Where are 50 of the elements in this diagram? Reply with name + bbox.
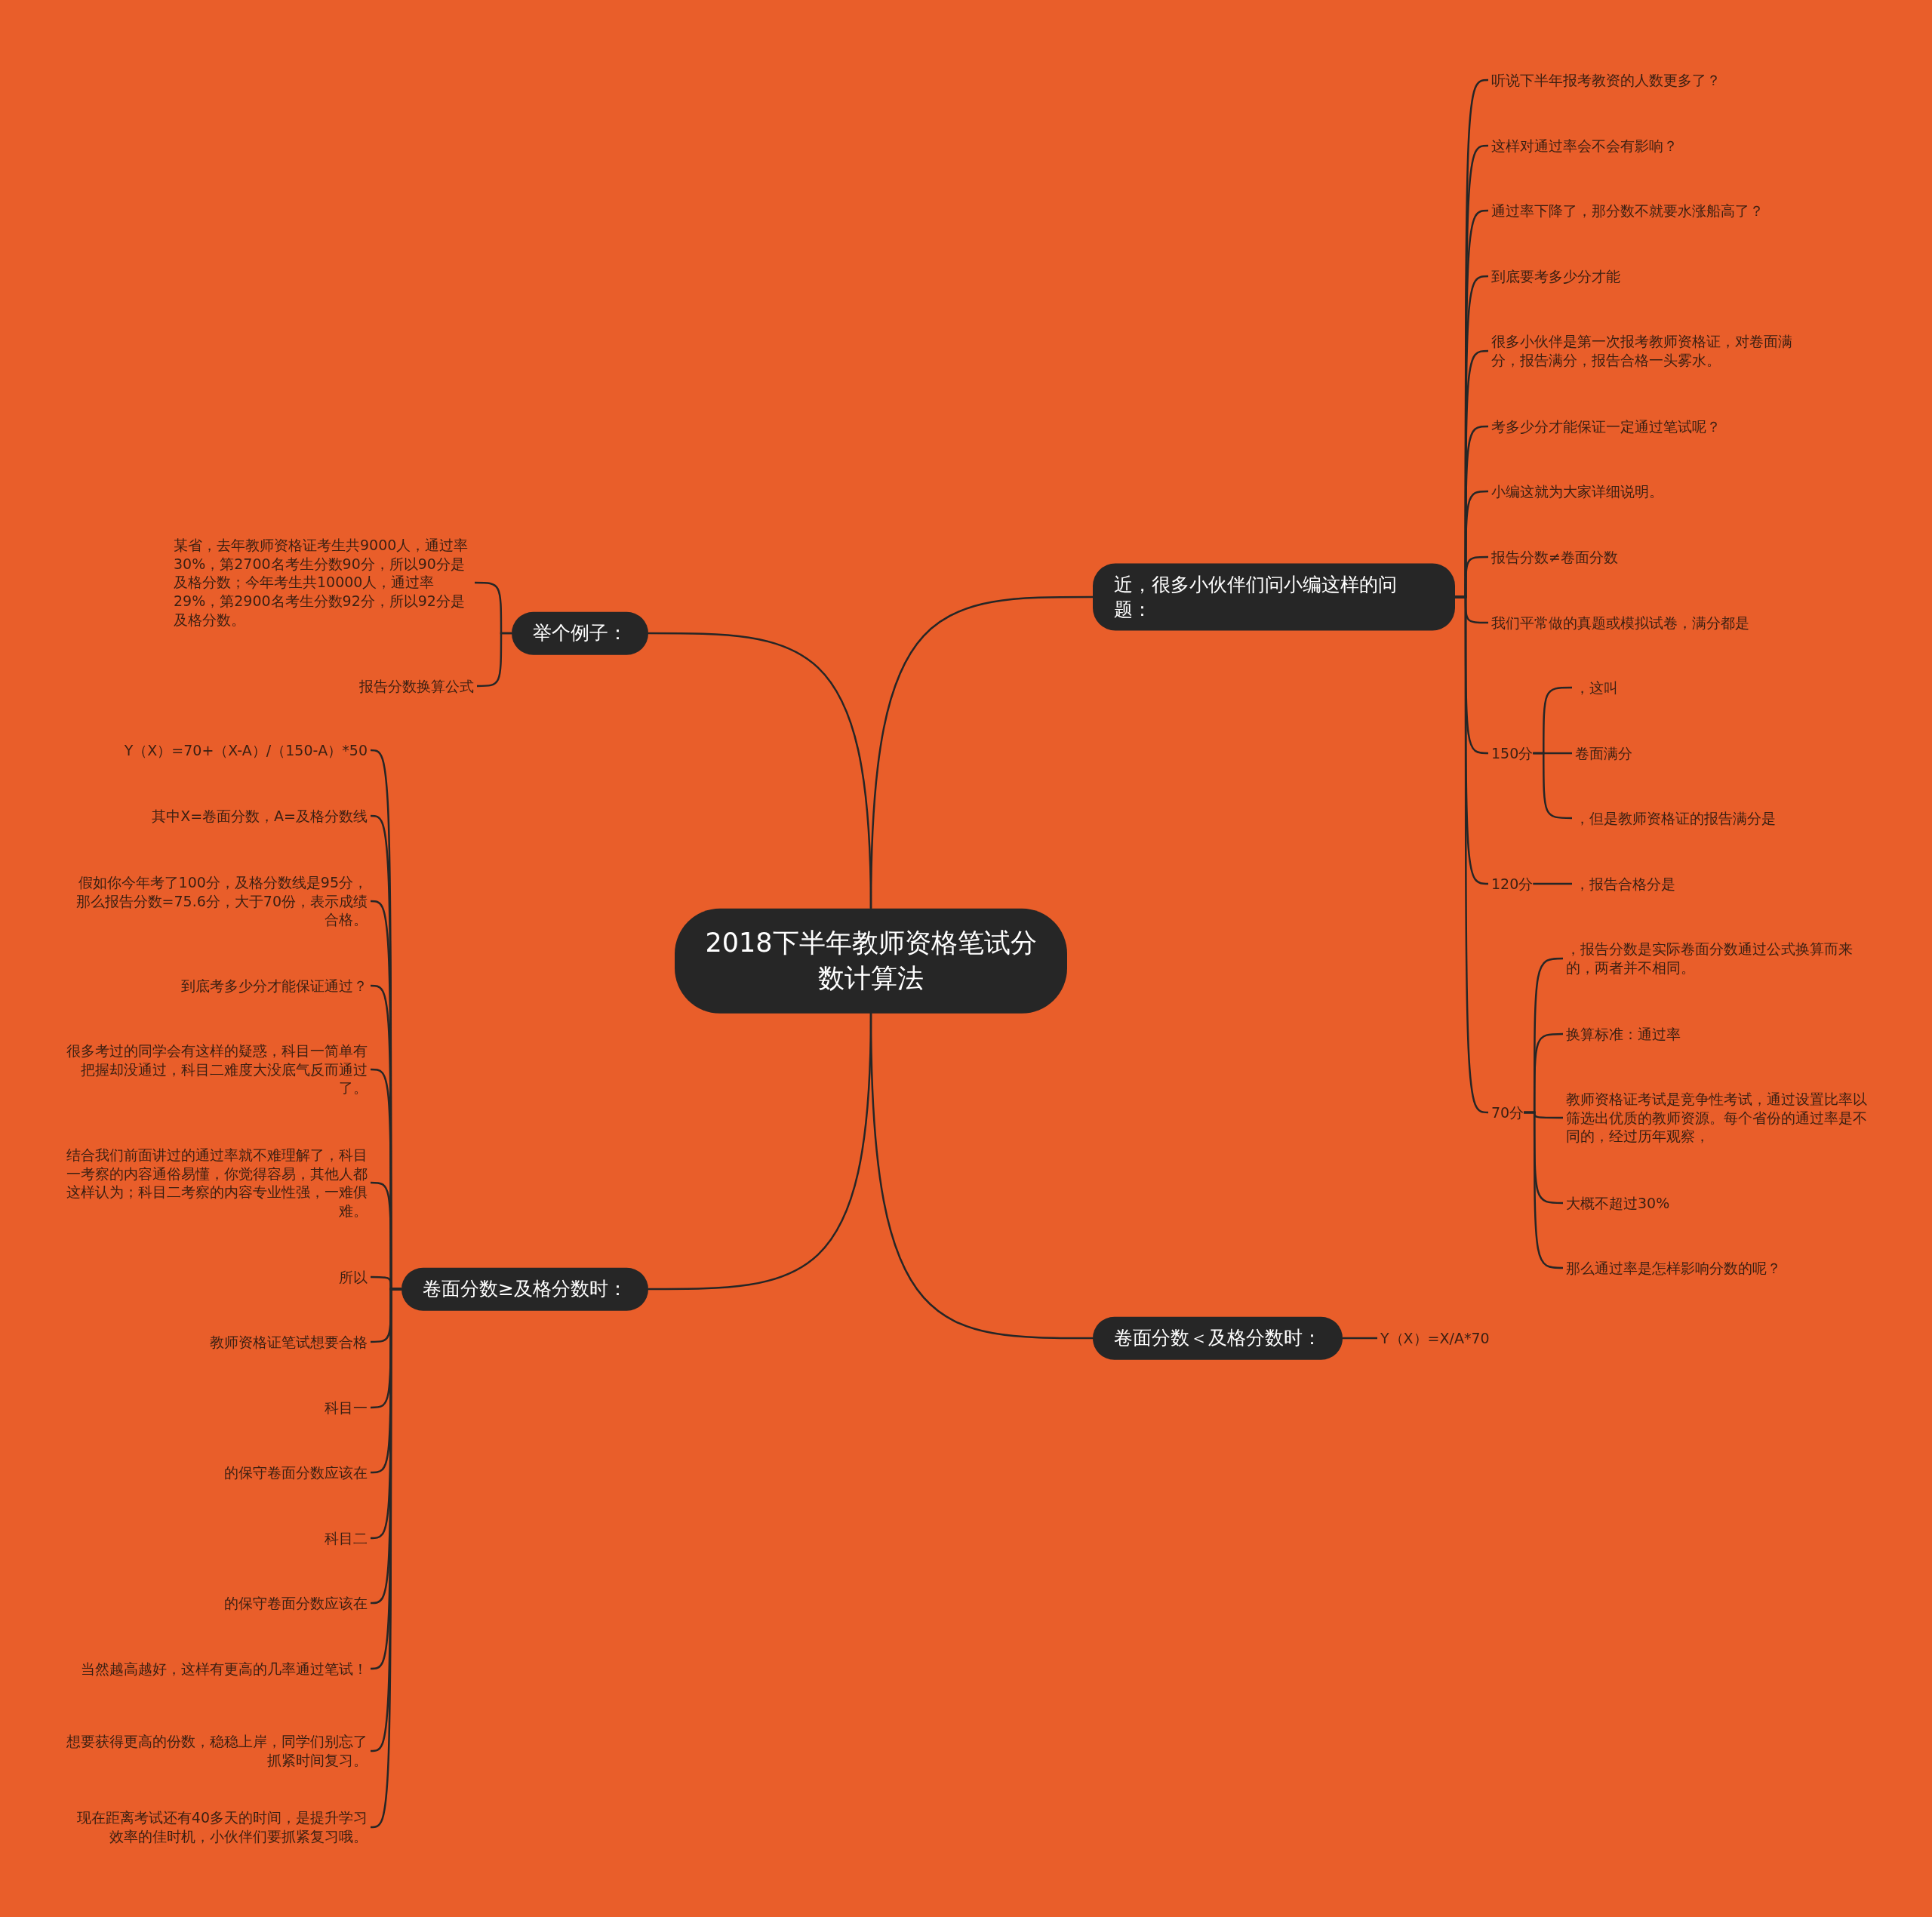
- topic-text: 很多小伙伴是第一次报考教师资格证，对卷面满分，报告满分，报告合格一头雾水。: [1491, 332, 1793, 370]
- topic-text: 假如你今年考了100分，及格分数线是95分，那么报告分数=75.6分，大于70份，表示成绩合格。: [66, 872, 368, 930]
- topic-text: 那么通过率是怎样影响分数的呢？: [1566, 1258, 1781, 1278]
- topic-text: 小编这就为大家详细说明。: [1491, 482, 1663, 501]
- topic-text: 150分: [1491, 743, 1534, 763]
- topic-text: 报告分数≠卷面分数: [1491, 547, 1618, 567]
- topic-text: 70分: [1491, 1103, 1524, 1122]
- branch-line: [648, 632, 872, 909]
- topic-text: ，报告合格分是: [1575, 874, 1675, 894]
- topic-text: 换算标准：通过率: [1566, 1024, 1681, 1044]
- topic-text: 某省，去年教师资格证考生共9000人，通过率30%，第2700名考生分数90分，所以90分是及格分数；今年考生共10000人，通过率29%，第2900名考生分数92分，所以92分是及格分数。: [174, 536, 472, 629]
- topic-box: 近，很多小伙伴们问小编这样的问题：: [1093, 563, 1455, 631]
- topic-text: 这样对通过率会不会有影响？: [1491, 136, 1678, 155]
- topic-text: 所以: [339, 1267, 368, 1287]
- topic-text: 其中X=卷面分数，A=及格分数线: [152, 806, 368, 826]
- topic-text: 报告分数换算公式: [359, 676, 474, 696]
- topic-text: ，但是教师资格证的报告满分是: [1575, 808, 1776, 828]
- topic-text: ，报告分数是实际卷面分数通过公式换算而来的，两者并不相同。: [1566, 940, 1868, 977]
- topic-text: 科目一: [325, 1398, 368, 1417]
- topic-text: 的保守卷面分数应该在: [224, 1593, 368, 1613]
- topic-text: Y（X）=70+（X-A）/（150-A）*50: [124, 740, 368, 760]
- topic-text: 听说下半年报考教资的人数更多了？: [1491, 70, 1721, 90]
- branch-line: [1533, 882, 1572, 885]
- topic-text: 我们平常做的真题或模拟试卷，满分都是: [1491, 613, 1749, 632]
- topic-text: 通过率下降了，那分数不就要水涨船高了？: [1491, 201, 1764, 220]
- topic-text: 大概不超过30%: [1566, 1193, 1670, 1213]
- topic-text: 科目二: [325, 1528, 368, 1548]
- topic-text: 结合我们前面讲过的通过率就不难理解了，科目一考察的内容通俗易懂，你觉得容易，其他人都这样认为；科目二考察的内容专业性强，一难俱难。: [66, 1145, 368, 1220]
- topic-text: 到底要考多少分才能: [1491, 266, 1620, 286]
- topic-text: 到底考多少分才能保证通过？: [181, 976, 368, 995]
- topic-text: 当然越高越好，这样有更高的几率通过笔试！: [81, 1659, 368, 1679]
- topic-text: 很多考过的同学会有这样的疑惑，科目一简单有把握却没通过，科目二难度大没底气反而通过了。: [66, 1041, 368, 1098]
- branch-line: [1343, 1337, 1377, 1340]
- topic-text: ，这叫: [1575, 678, 1618, 697]
- central-topic-box: 2018下半年教师资格笔试分数计算法: [675, 908, 1067, 1014]
- topic-text: 120分: [1491, 874, 1534, 894]
- topic-text: 教师资格证考试是竞争性考试，通过设置比率以筛选出优质的教师资源。每个省份的通过率是不同的，经过历年观察，: [1566, 1089, 1868, 1146]
- branch-line: [869, 1013, 1093, 1340]
- topic-text: 考多少分才能保证一定通过笔试呢？: [1491, 417, 1721, 436]
- branch-line: [1524, 1111, 1563, 1269]
- topic-text: 教师资格证笔试想要合格: [210, 1332, 368, 1352]
- topic-text: 现在距离考试还有40多天的时间，是提升学习效率的佳时机，小伙伴们要抓紧复习哦。: [66, 1808, 368, 1846]
- topic-text: 的保守卷面分数应该在: [224, 1463, 368, 1482]
- topic-text: Y（X）=X/A*70: [1380, 1328, 1490, 1348]
- topic-text: 卷面满分: [1575, 743, 1632, 763]
- topic-box: 卷面分数≥及格分数时：: [401, 1267, 648, 1311]
- topic-text: 想要获得更高的份数，稳稳上岸，同学们别忘了抓紧时间复习。: [66, 1732, 368, 1770]
- branch-line: [1533, 752, 1572, 820]
- topic-box: 卷面分数＜及格分数时：: [1093, 1316, 1343, 1360]
- topic-box: 举个例子：: [512, 611, 648, 655]
